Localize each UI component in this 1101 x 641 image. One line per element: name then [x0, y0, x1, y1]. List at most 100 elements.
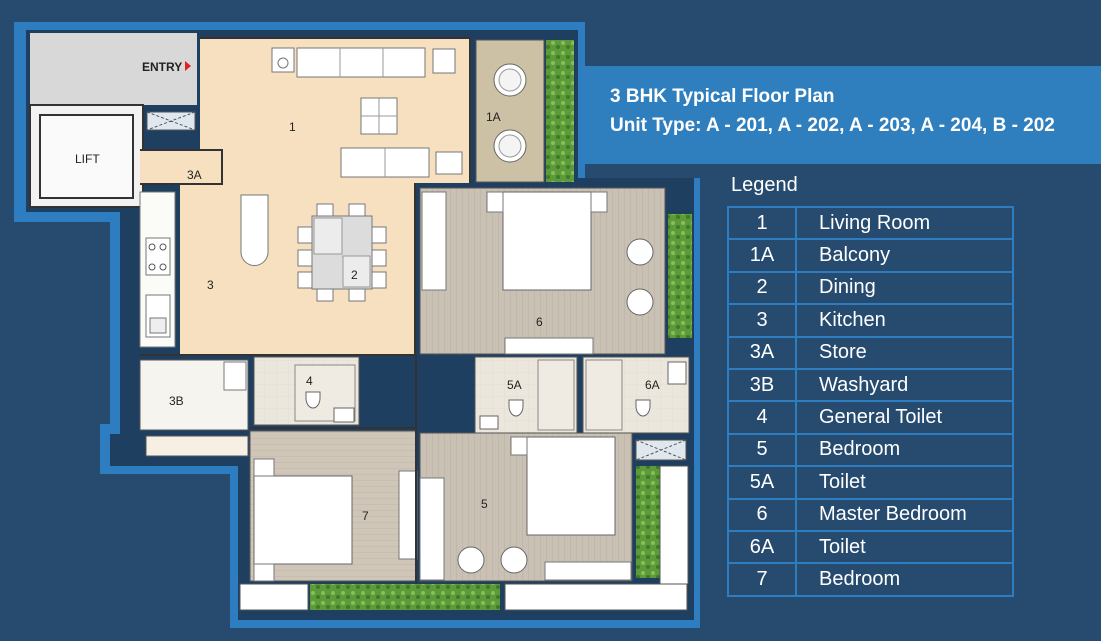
legend-name: Bedroom — [795, 432, 1014, 468]
toilet-5a-basin — [479, 415, 499, 430]
dining-bottom-right — [342, 255, 371, 288]
legend-name: Toilet — [795, 465, 1014, 500]
lamp-icon — [277, 57, 289, 69]
legend-code: 3B — [727, 367, 797, 403]
chair-6b — [626, 288, 654, 316]
label-room-3b: 3B — [169, 394, 184, 408]
sofa-top-seats — [339, 48, 384, 77]
legend-name: Living Room — [795, 205, 1014, 241]
bed-5-side-left — [510, 436, 528, 456]
label-room-5a: 5A — [507, 378, 522, 392]
dresser-7 — [398, 470, 418, 560]
floor-plan: ENTRY LIFT 1 1A 2 3 3A 3B 4 5 5A 6 6A 7 — [14, 22, 700, 628]
armchair — [435, 151, 463, 175]
legend-code: 2 — [727, 270, 797, 306]
label-entry: ENTRY — [142, 60, 182, 74]
duct-cross — [146, 111, 196, 131]
label-room-2: 2 — [351, 268, 358, 282]
bed-7-side-bottom — [253, 563, 275, 582]
bed-5 — [526, 436, 616, 536]
label-room-6a: 6A — [645, 378, 660, 392]
desk-5 — [544, 561, 632, 581]
legend-name: Store — [795, 335, 1014, 370]
lobby-area — [30, 33, 197, 105]
label-room-6: 6 — [536, 315, 543, 329]
legend-code: 1A — [727, 238, 797, 273]
bed-6-side-right — [590, 191, 608, 213]
planter-bottom — [310, 584, 500, 610]
planter-5 — [636, 466, 660, 578]
legend-title: Legend — [731, 174, 798, 196]
legend-code: 5A — [727, 465, 797, 500]
label-lift: LIFT — [75, 152, 100, 166]
wardrobe-5 — [419, 477, 445, 581]
dining-chairs — [297, 203, 387, 302]
coffee-table-grid — [361, 98, 397, 134]
bed-6-side-left — [486, 191, 504, 213]
balcony-bottom — [504, 583, 688, 611]
entry-arrow-icon — [185, 61, 191, 71]
bed-7-side-top — [253, 458, 275, 477]
dining-top-left — [313, 217, 343, 255]
title-line-1: 3 BHK Typical Floor Plan — [610, 86, 835, 107]
legend-name: Dining — [795, 270, 1014, 306]
balcony-left — [239, 583, 309, 611]
legend-name: Washyard — [795, 367, 1014, 403]
planter-6 — [668, 214, 692, 338]
legend-name: Toilet — [795, 529, 1014, 565]
interior-walls — [140, 37, 471, 584]
desk-6 — [504, 337, 594, 355]
chair-5a — [457, 546, 485, 574]
balcony-chair-2-inner — [498, 134, 522, 158]
legend-code: 6 — [727, 497, 797, 532]
label-room-1: 1 — [289, 120, 296, 134]
legend-code: 6A — [727, 529, 797, 565]
island-counter — [240, 194, 269, 266]
duct-6a-cross — [635, 439, 687, 461]
label-room-7: 7 — [362, 509, 369, 523]
title-banner: 3 BHK Typical Floor Plan Unit Type: A - … — [582, 66, 1101, 164]
legend-code: 7 — [727, 562, 797, 597]
toilet-4-wc — [305, 391, 321, 409]
legend-name: General Toilet — [795, 400, 1014, 435]
toilet-6a-wc — [635, 399, 651, 417]
label-room-5: 5 — [481, 497, 488, 511]
hob-burners — [148, 243, 167, 271]
legend-code: 5 — [727, 432, 797, 468]
legend-code: 3A — [727, 335, 797, 370]
title-line-2: Unit Type: A - 201, A - 202, A - 203, A … — [610, 115, 1055, 136]
sink-basin — [149, 317, 167, 334]
lift-car — [39, 114, 134, 199]
washer — [223, 361, 247, 391]
label-room-1a: 1A — [486, 110, 501, 124]
label-room-3a: 3A — [187, 168, 202, 182]
toilet-5a-shower — [537, 359, 575, 431]
legend-name: Kitchen — [795, 303, 1014, 338]
legend-name: Balcony — [795, 238, 1014, 273]
washyard-sill — [145, 435, 249, 457]
legend-name: Master Bedroom — [795, 497, 1014, 532]
legend-code: 4 — [727, 400, 797, 435]
chair-6a — [626, 238, 654, 266]
side-table-right — [432, 48, 456, 74]
bed-7 — [253, 475, 353, 565]
balcony-chair-1-inner — [498, 68, 522, 92]
planter-1a — [546, 40, 574, 182]
toilet-6a-shower — [585, 359, 623, 431]
sofa-top — [296, 47, 426, 78]
balcony-right — [659, 465, 689, 585]
chair-5b — [500, 546, 528, 574]
legend-code: 3 — [727, 303, 797, 338]
toilet-5a-wc — [508, 399, 524, 417]
legend-name: Bedroom — [795, 562, 1014, 597]
